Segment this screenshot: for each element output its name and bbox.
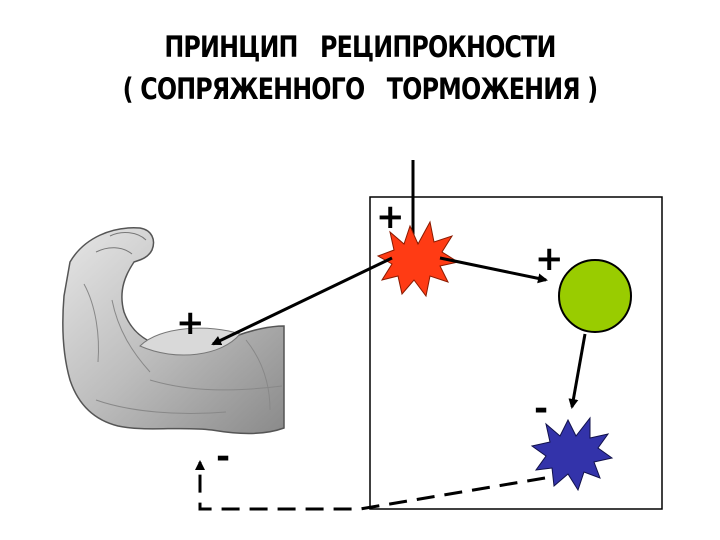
green-plus-sign: + [535, 239, 564, 279]
arrow-to-muscle [211, 256, 393, 346]
title-line-2: ( СОПРЯЖЕННОГО ТОРМОЖЕНИЯ ) [122, 72, 598, 106]
arrow-to-green-neuron [439, 256, 548, 284]
blue-minus-sign: - [534, 389, 548, 429]
spinal-cord-frame [369, 196, 663, 510]
antagonist-minus-sign: - [216, 437, 230, 477]
arrow-to-inhibitory-neuron [568, 333, 587, 409]
excitatory-plus-sign: + [376, 197, 405, 237]
muscle-plus-sign: + [176, 303, 205, 343]
inhibitory-neuron [530, 416, 614, 492]
flexed-arm-image [62, 227, 285, 435]
excitatory-neuron [376, 220, 460, 298]
dashed-inhibition-path [195, 460, 546, 511]
title-line-1: ПРИНЦИП РЕЦИПРОКНОСТИ [164, 30, 556, 64]
green-interneuron [558, 259, 632, 333]
